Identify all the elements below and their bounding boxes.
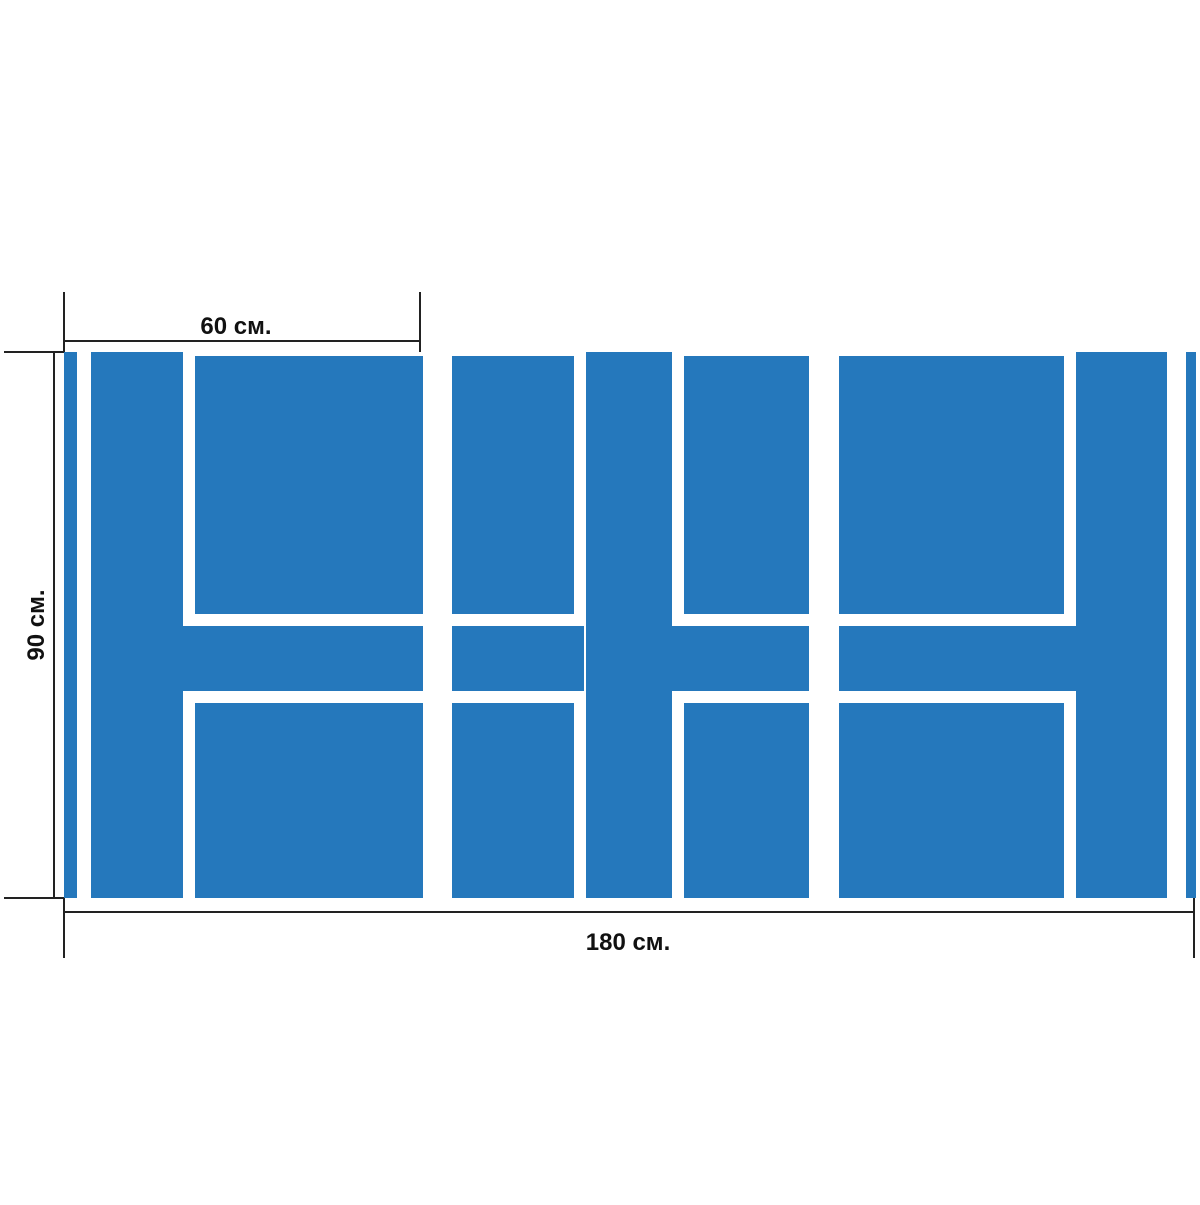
- panel-box-4-bottom: [839, 703, 1064, 898]
- panel-left-edge-strip: [64, 352, 77, 898]
- panel-right-vertical-bar: [1076, 352, 1167, 898]
- panel-box-1-top: [195, 356, 423, 614]
- panel-artwork: [64, 352, 1196, 898]
- dimension-lines: [4, 292, 1195, 958]
- panel-center-vertical-bar: [586, 352, 672, 898]
- panel-middle-crossbar-right: [672, 626, 809, 691]
- total-width-label: 180 см.: [586, 929, 670, 956]
- height-label: 90 см.: [23, 589, 50, 660]
- panel-box-1-bottom: [195, 703, 423, 898]
- panel-left-crossbar: [183, 626, 423, 691]
- panel-box-2-top: [452, 356, 574, 614]
- segment-width-label: 60 см.: [200, 313, 271, 340]
- panel-left-vertical-bar: [91, 352, 183, 898]
- panel-middle-crossbar-left: [452, 626, 584, 691]
- panel-right-edge-strip: [1186, 352, 1196, 898]
- panel-right-crossbar: [839, 626, 1076, 691]
- panel-box-2-bottom: [452, 703, 574, 898]
- panel-box-3-bottom: [684, 703, 809, 898]
- panel-box-4-top: [839, 356, 1064, 614]
- panel-box-3-top: [684, 356, 809, 614]
